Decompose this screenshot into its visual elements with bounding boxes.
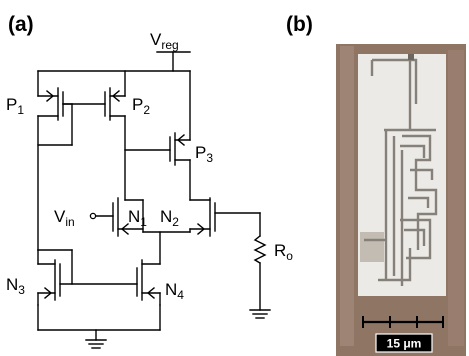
- transistor-p2: [62, 70, 126, 201]
- label-n2: N2: [160, 207, 179, 229]
- transistor-n3: [37, 249, 138, 306]
- p2-arrow: [111, 90, 120, 102]
- supply-rail: [37, 51, 191, 72]
- vin-terminal: [89, 212, 97, 220]
- label-p3: P3: [195, 143, 213, 165]
- label-n4: N4: [165, 280, 184, 302]
- scale-bar-label-box: [375, 333, 433, 353]
- ground-symbol-main: [85, 339, 107, 349]
- n1-arrow: [120, 223, 129, 235]
- transistor-n2: [142, 197, 261, 237]
- n2-arrow: [197, 223, 206, 235]
- p3-arrow: [176, 134, 185, 146]
- metal-traces: [364, 56, 438, 286]
- vin-label: Vin: [54, 207, 75, 229]
- panel-label-b: (b): [286, 13, 313, 36]
- vreg-label: Vreg: [150, 30, 179, 52]
- n3-arrow: [44, 287, 53, 299]
- ground-rail: [37, 304, 161, 341]
- p1-arrow: [46, 90, 55, 102]
- label-n3: N3: [6, 275, 25, 297]
- scale-bar-label: 15 μm: [387, 337, 422, 351]
- label-n1: N1: [128, 207, 147, 229]
- circuit-schematic: (a) Vreg P1: [6, 13, 293, 349]
- transistor-p3: [124, 70, 191, 201]
- label-ro: Ro: [274, 241, 293, 263]
- panel-label-a: (a): [8, 13, 34, 36]
- ground-symbol-ro: [249, 309, 271, 319]
- transistor-n1: [89, 197, 144, 237]
- n4-arrow: [146, 287, 155, 299]
- resistor-ro: [253, 212, 267, 311]
- transistor-p1: [37, 70, 73, 251]
- label-p2: P2: [132, 95, 150, 117]
- scale-bar: 15 μm: [362, 316, 444, 353]
- transistor-n4: [136, 259, 161, 306]
- micrograph: 15 μm: [336, 44, 466, 356]
- label-p1: P1: [6, 95, 24, 117]
